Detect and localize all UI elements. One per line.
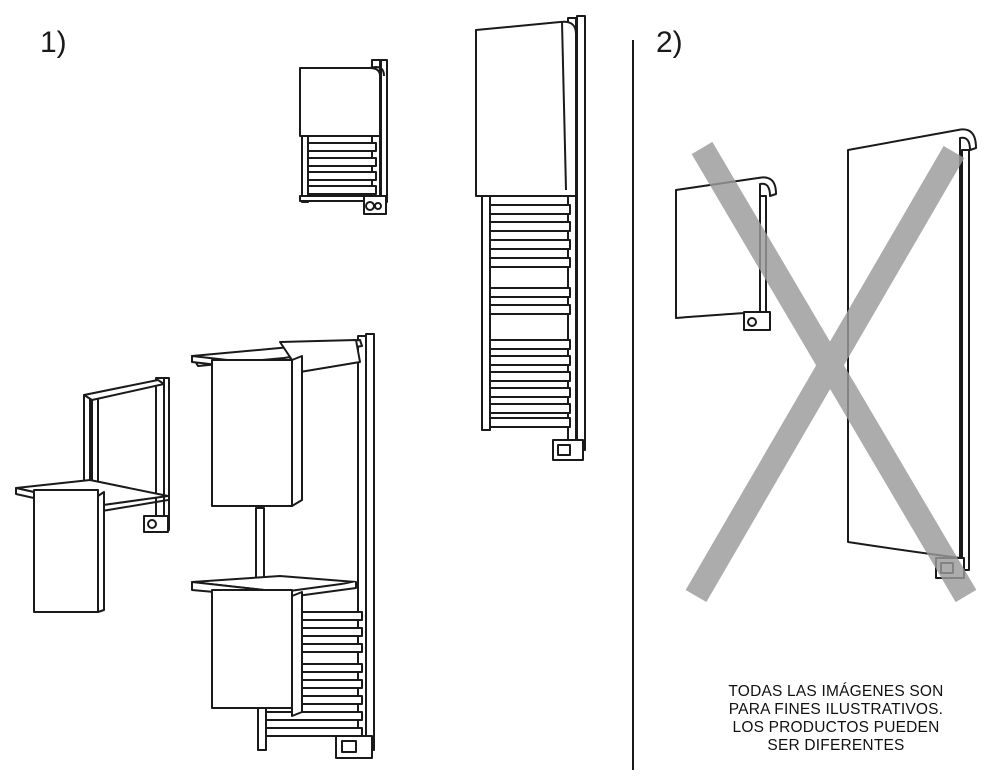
step-2-label: 2) xyxy=(656,26,683,59)
prohibited-cross-icon xyxy=(685,141,977,603)
disclaimer-line: TODAS LAS IMÁGENES SON xyxy=(728,683,944,700)
disclaimer-text: TODAS LAS IMÁGENES SON PARA FINES ILUSTR… xyxy=(688,683,984,755)
disclaimer-line: PARA FINES ILUSTRATIVOS. xyxy=(728,701,944,718)
tall-radiator-panel xyxy=(475,15,586,461)
folding-rack-panel xyxy=(15,377,170,613)
disclaimer-line: SER DIFERENTES xyxy=(767,737,905,754)
shelf-radiator-panel xyxy=(191,333,375,759)
disclaimer-line: LOS PRODUCTOS PUEDEN xyxy=(732,719,940,736)
small-radiator-panel xyxy=(299,59,388,215)
step-1-label: 1) xyxy=(40,26,67,59)
